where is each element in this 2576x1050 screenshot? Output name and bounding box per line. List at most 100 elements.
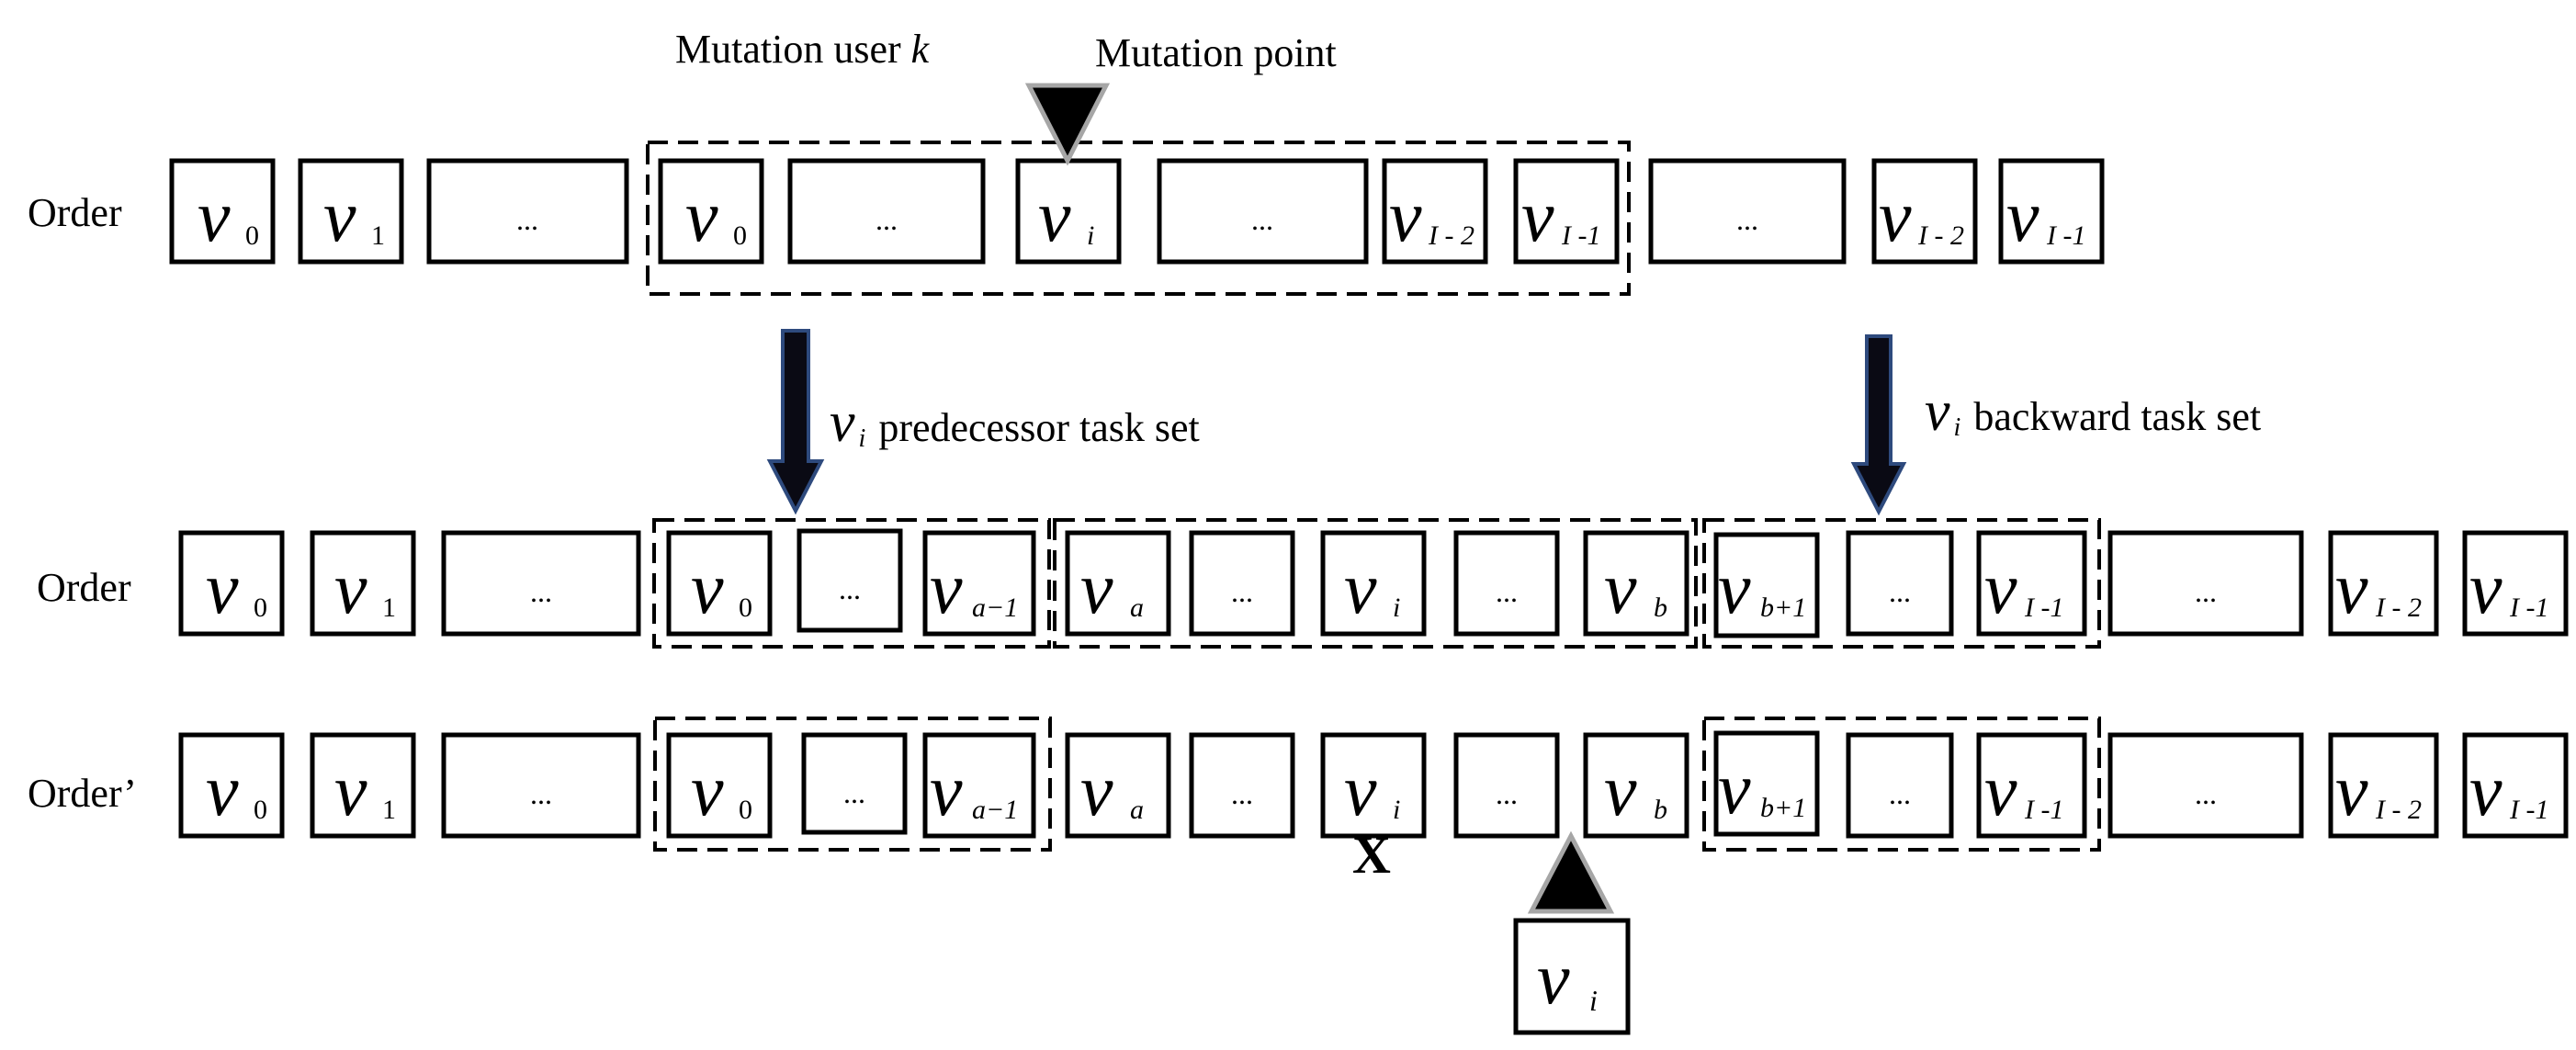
bot-cell-vI-1: v I -1 (2462, 732, 2569, 839)
bot-cell-pred-v0: v 0 (666, 732, 773, 839)
mid-cell-ellipsis-2: ... (1189, 530, 1295, 637)
svg-text:v: v (1604, 751, 1637, 831)
svg-text:1: 1 (382, 795, 396, 825)
mutation-range-group (1053, 518, 1698, 649)
svg-text:v: v (1537, 939, 1570, 1020)
mid-cell-back-ellipsis: ... (1846, 530, 1954, 637)
svg-text:v: v (198, 176, 231, 257)
svg-text:1: 1 (371, 220, 385, 251)
svg-text:0: 0 (254, 795, 267, 825)
svg-text:...: ... (2195, 777, 2217, 810)
svg-text:v: v (1604, 548, 1637, 629)
svg-text:...: ... (876, 203, 898, 236)
svg-text:I - 2: I - 2 (2375, 795, 2422, 825)
predecessor-group (652, 518, 1051, 649)
bot-cell-vb+1: v b+1 (1713, 730, 1820, 837)
svg-text:b: b (1654, 795, 1667, 825)
bot-cell-v1: v 1 (310, 732, 416, 839)
mutation-point-triangle (1024, 83, 1111, 166)
bot-cell-ellipsis-2: ... (1189, 732, 1295, 839)
top-cell-user-vi: v i (1015, 158, 1122, 265)
svg-text:v: v (1038, 176, 1071, 257)
svg-text:0: 0 (254, 593, 267, 623)
svg-text:0: 0 (245, 220, 259, 251)
mid-cell-pred-ellipsis: ... (797, 528, 903, 633)
svg-text:a: a (1130, 593, 1144, 623)
bot-cell-vi: v i (1320, 732, 1427, 839)
svg-text:v: v (323, 176, 356, 257)
svg-text:...: ... (843, 776, 865, 809)
svg-text:I -1: I -1 (2046, 220, 2085, 251)
order-prime-label: Order’ (28, 771, 137, 816)
svg-text:...: ... (1231, 575, 1253, 608)
svg-text:I -1: I -1 (1561, 220, 1600, 251)
svg-text:v: v (2469, 548, 2503, 629)
svg-text:b+1: b+1 (1760, 593, 1806, 623)
svg-text:...: ... (1496, 777, 1518, 810)
mid-cell-vI-1-back: v I -1 (1976, 530, 2087, 637)
backward-group (1702, 518, 2101, 649)
top-cell-user-vI-2: v I - 2 (1382, 158, 1488, 265)
inserted-cell-vi: v i (1513, 918, 1631, 1035)
mid-cell-ellipsis-3: ... (1453, 530, 1560, 637)
predecessor-group-prime (653, 717, 1052, 852)
svg-text:...: ... (530, 777, 552, 810)
svg-text:I - 2: I - 2 (2375, 593, 2422, 623)
svg-text:b: b (1654, 593, 1667, 623)
svg-text:i: i (1589, 984, 1598, 1017)
svg-text:v: v (334, 548, 367, 629)
svg-text:v: v (1389, 176, 1422, 257)
svg-text:v: v (2335, 548, 2368, 629)
svg-text:I - 2: I - 2 (1917, 220, 1964, 251)
mutation-user-label: Mutation user k (675, 27, 931, 72)
top-cell-v0: v 0 (169, 158, 276, 265)
svg-text:I - 2: I - 2 (1428, 220, 1474, 251)
svg-text:a−1: a−1 (972, 795, 1018, 825)
bot-cell-va: v a (1065, 732, 1171, 839)
mid-cell-va: v a (1065, 530, 1171, 637)
svg-text:I -1: I -1 (2024, 593, 2063, 623)
svg-text:v: v (2006, 176, 2039, 257)
svg-text:b+1: b+1 (1760, 793, 1806, 823)
bot-cell-vI-1-back: v I -1 (1976, 732, 2087, 839)
top-cell-user-vI-1: v I -1 (1513, 158, 1620, 265)
svg-text:...: ... (839, 572, 861, 605)
svg-text:I -1: I -1 (2024, 795, 2063, 825)
svg-text:v: v (930, 751, 963, 831)
svg-text:v: v (1344, 548, 1377, 629)
svg-text:...: ... (516, 203, 538, 236)
svg-text:0: 0 (739, 795, 752, 825)
mid-cell-vi: v i (1320, 530, 1427, 637)
svg-text:v: v (1080, 548, 1113, 629)
svg-text:...: ... (1496, 575, 1518, 608)
mutation-point-label: Mutation point (1095, 30, 1337, 75)
svg-text:I -1: I -1 (2509, 593, 2548, 623)
bot-cell-pred-va-1: v a−1 (922, 732, 1036, 839)
svg-text:v: v (1080, 751, 1113, 831)
svg-text:...: ... (530, 575, 552, 608)
bot-cell-pred-ellipsis: ... (801, 732, 908, 835)
top-cell-user-ellipsis-2: ... (1157, 158, 1369, 265)
svg-text:v: v (1521, 176, 1554, 257)
svg-text:v: v (1984, 751, 2017, 831)
svg-text:1: 1 (382, 593, 396, 623)
svg-text:v: v (930, 548, 963, 629)
svg-text:v: v (1344, 751, 1377, 831)
mid-cell-ellipsis-4: ... (2107, 530, 2304, 637)
svg-text:...: ... (1251, 203, 1273, 236)
top-cell-vI-2: v I - 2 (1871, 158, 1978, 265)
svg-text:v: v (1984, 548, 2017, 629)
bot-cell-vI-2: v I - 2 (2328, 732, 2439, 839)
top-cell-ellipsis-2: ... (1648, 158, 1847, 265)
svg-text:i: i (1087, 220, 1094, 251)
bot-cell-ellipsis-3: ... (1453, 732, 1560, 839)
bot-cell-back-ellipsis: ... (1846, 732, 1954, 839)
svg-text:a: a (1130, 795, 1144, 825)
mutation-user-group (646, 141, 1631, 296)
mid-cell-pred-v0: v 0 (666, 530, 773, 637)
svg-text:v: v (691, 548, 724, 629)
svg-text:I -1: I -1 (2509, 795, 2548, 825)
svg-text:...: ... (1889, 777, 1911, 810)
